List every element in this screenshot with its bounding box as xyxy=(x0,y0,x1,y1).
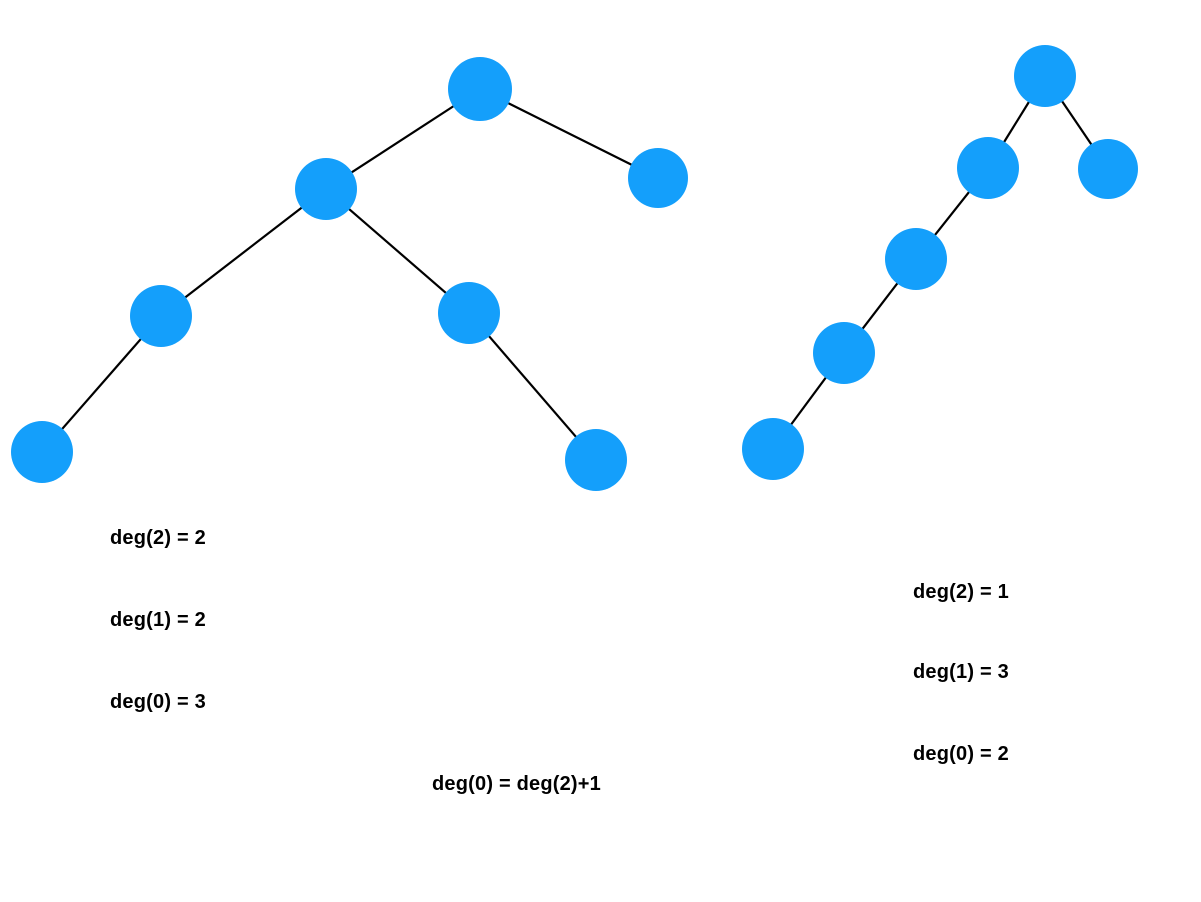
left-edge-left-lowerright xyxy=(347,207,448,295)
right-node-chain-5[interactable] xyxy=(742,418,804,480)
right-edge-root-left xyxy=(1002,100,1031,144)
edges-layer xyxy=(60,100,1093,439)
left-caption-deg2: deg(2) = 2 xyxy=(110,527,206,549)
left-edge-left-lowerleft xyxy=(184,206,303,299)
left-node-right-child[interactable] xyxy=(628,148,688,208)
right-edge-2-3 xyxy=(933,190,971,237)
left-node-root[interactable] xyxy=(448,57,512,121)
right-edge-3-4 xyxy=(861,282,899,330)
right-caption-deg2: deg(2) = 1 xyxy=(913,581,1009,603)
right-node-root[interactable] xyxy=(1014,45,1076,107)
right-caption-deg0: deg(0) = 2 xyxy=(913,743,1009,765)
left-node-lower-right[interactable] xyxy=(438,282,500,344)
left-node-lower-left[interactable] xyxy=(130,285,192,347)
left-edge-lowerleft-leaf xyxy=(60,337,143,431)
right-node-chain-4[interactable] xyxy=(813,322,875,384)
right-node-left-child[interactable] xyxy=(957,137,1019,199)
right-node-chain-3[interactable] xyxy=(885,228,947,290)
right-edge-4-5 xyxy=(789,376,828,426)
left-caption-deg1: deg(1) = 2 xyxy=(110,609,206,631)
right-caption-deg1: deg(1) = 3 xyxy=(913,661,1009,683)
left-edge-root-right xyxy=(507,101,633,167)
left-node-leaf-right[interactable] xyxy=(565,429,627,491)
right-node-right-child[interactable] xyxy=(1078,139,1138,199)
left-caption-deg0: deg(0) = 3 xyxy=(110,691,206,713)
footer-caption-relation: deg(0) = deg(2)+1 xyxy=(432,773,601,795)
right-edge-root-right xyxy=(1060,100,1093,146)
left-edge-root-left xyxy=(350,104,455,174)
nodes-layer xyxy=(11,45,1138,491)
left-node-leaf-left[interactable] xyxy=(11,421,73,483)
left-edge-lowerright-leaf xyxy=(487,334,578,439)
left-node-left-child[interactable] xyxy=(295,158,357,220)
